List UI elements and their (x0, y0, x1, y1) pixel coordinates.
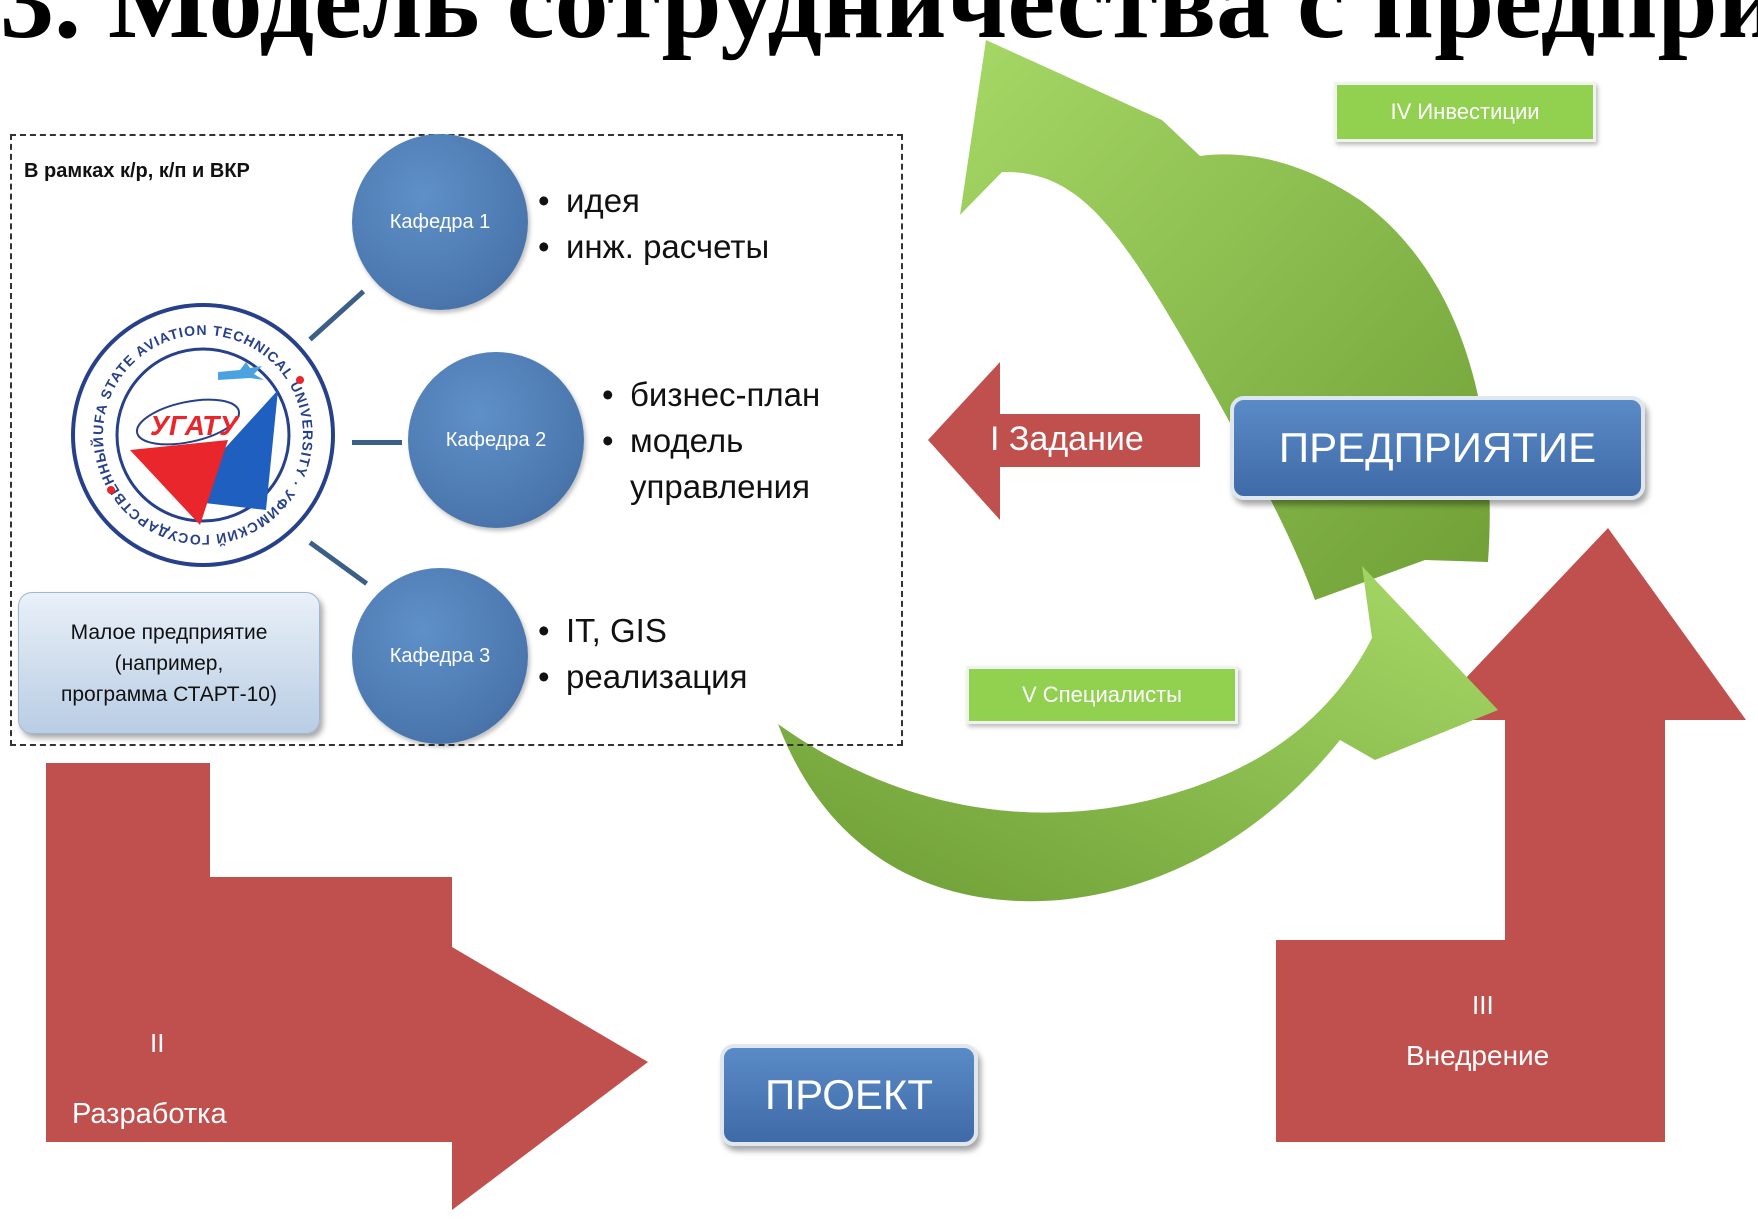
project-box: ПРОЕКТ (720, 1044, 978, 1146)
university-logo: UFA STATE AVIATION TECHNICAL UNIVERSITY … (61, 286, 338, 570)
frame-caption: В рамках к/р, к/п и ВКР (24, 160, 250, 182)
step-implementation-label: Внедрение (1406, 1040, 1550, 1071)
enterprise-box: ПРЕДПРИЯТИЕ (1230, 396, 1645, 500)
department-2-label: Кафедра 2 (445, 428, 547, 451)
department-2-bullets: бизнес-план модель управления (600, 372, 870, 510)
logo-text: УГАТУ (150, 410, 240, 441)
step-development-label: Разработка (72, 1098, 227, 1130)
bullet-item: модель управления (600, 418, 840, 510)
bullet-item: IT, GIS (536, 608, 747, 654)
step-task-label: I Задание (990, 420, 1144, 458)
department-1: Кафедра 1 (352, 134, 528, 310)
step-development-number: II (150, 1028, 165, 1058)
project-label: ПРОЕКТ (764, 1071, 934, 1118)
bullet-item: идея (536, 178, 769, 224)
department-3-label: Кафедра 3 (389, 644, 491, 667)
small-enterprise-line-1: Малое предприятие (70, 620, 268, 644)
arrow-implementation (1276, 528, 1746, 1142)
enterprise-label: ПРЕДПРИЯТИЕ (1278, 424, 1597, 471)
bullet-item: реализация (536, 654, 747, 700)
department-3-bullets: IT, GIS реализация (536, 608, 747, 700)
tag-investments-label: IV Инвестиции (1390, 99, 1540, 124)
small-enterprise-line-2: (например, (114, 651, 224, 675)
small-enterprise-line-3: программа СТАРТ-10) (61, 682, 277, 706)
department-3: Кафедра 3 (352, 568, 528, 744)
bullet-item: инж. расчеты (536, 224, 769, 270)
tag-specialists-label: V Специалисты (1022, 682, 1182, 707)
connector-dept2 (352, 440, 402, 445)
department-1-label: Кафедра 1 (389, 210, 491, 233)
small-enterprise-box: Малое предприятие (например, программа С… (18, 592, 320, 734)
step-implementation-number: III (1472, 990, 1494, 1020)
arrow-specialists (778, 566, 1498, 902)
arrow-task (928, 362, 1200, 520)
tag-specialists: V Специалисты (966, 666, 1238, 724)
tag-investments: IV Инвестиции (1334, 82, 1596, 142)
page-title: 3. Модель сотрудничества с предприятием (0, 0, 1758, 61)
bullet-item: бизнес-план (600, 372, 870, 418)
department-1-bullets: идея инж. расчеты (536, 178, 769, 270)
arrow-development (46, 763, 648, 1210)
department-2: Кафедра 2 (408, 352, 584, 528)
